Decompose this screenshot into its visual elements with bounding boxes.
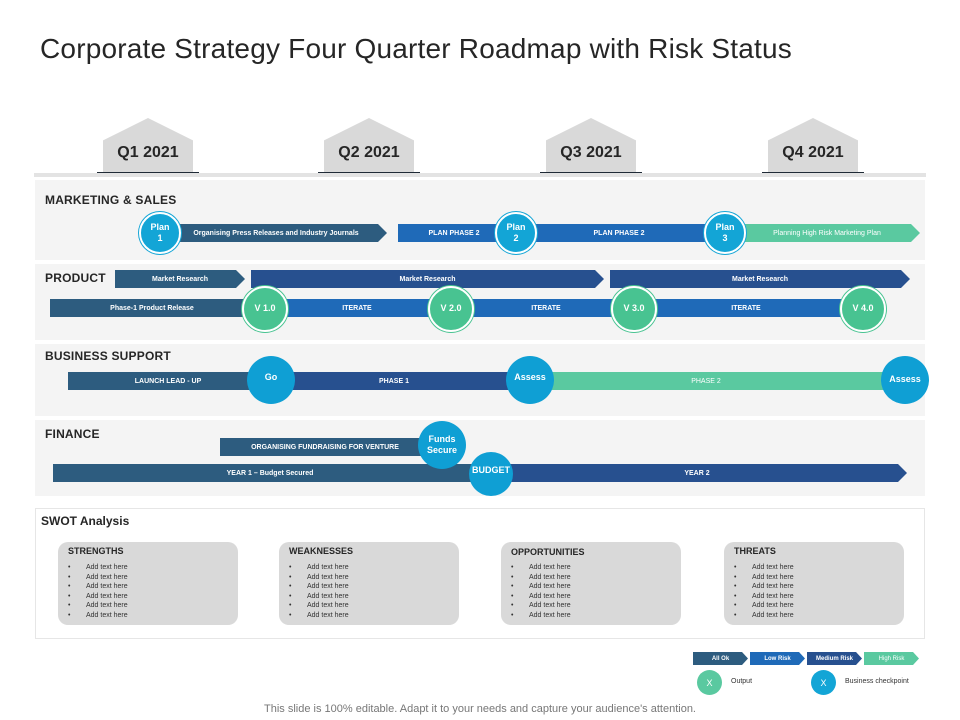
footer-note: This slide is 100% editable. Adapt it to… <box>264 703 696 715</box>
list-item: •Add text here <box>511 611 571 619</box>
legend-checkpoint-label: Business checkpoint <box>845 678 909 685</box>
list-item: •Add text here <box>511 564 571 571</box>
list-item: •Add text here <box>511 592 571 600</box>
milestone-assess-2: Assess <box>881 356 929 404</box>
bar-market-research-3: Market Research <box>610 270 910 288</box>
list-item: •Add text here <box>68 564 128 571</box>
page-title: Corporate Strategy Four Quarter Roadmap … <box>40 33 792 64</box>
legend-low-risk: Low Risk <box>750 652 805 665</box>
milestone-funds-secure: Funds Secure <box>418 421 466 469</box>
lane-marketing-sales <box>35 180 925 260</box>
milestone-assess-1: Assess <box>506 356 554 404</box>
legend-all-ok: All Ok <box>693 652 748 665</box>
bar-phase-1: PHASE 1 <box>268 372 520 390</box>
list-item: •Add text here <box>68 573 128 581</box>
legend-output-label: Output <box>731 678 753 685</box>
lane-title-finance: FINANCE <box>45 427 100 441</box>
list-item: •Add text here <box>68 592 128 600</box>
milestone-budget: BUDGET <box>469 452 513 496</box>
list-item: •Add text here <box>511 573 571 581</box>
legend-high-risk: High Risk <box>864 652 919 665</box>
milestone-plan-1: Plan 1 <box>139 212 181 254</box>
bar-plan-phase-2-a: PLAN PHASE 2 <box>398 224 510 242</box>
quarter-q4: Q4 2021 <box>762 118 864 176</box>
swot-list: •Add text here •Add text here •Add text … <box>289 563 349 621</box>
lane-title-product: PRODUCT <box>45 271 106 285</box>
list-item: •Add text here <box>68 602 128 610</box>
list-item: •Add text here <box>734 602 794 610</box>
list-item: •Add text here <box>289 611 349 619</box>
list-item: •Add text here <box>289 602 349 610</box>
bar-press-releases: Organising Press Releases and Industry J… <box>165 224 387 242</box>
bar-phase1-product-release: Phase-1 Product Release <box>50 299 254 317</box>
bar-market-research-1: Market Research <box>115 270 245 288</box>
bar-year-2: YEAR 2 <box>487 464 907 482</box>
bar-iterate-3: ITERATE <box>630 299 862 317</box>
bar-iterate-1: ITERATE <box>262 299 452 317</box>
bar-phase-2: PHASE 2 <box>520 372 892 390</box>
swot-list: •Add text here •Add text here •Add text … <box>734 563 794 621</box>
list-item: •Add text here <box>289 583 349 591</box>
list-item: •Add text here <box>68 611 128 619</box>
quarter-label: Q2 2021 <box>338 144 400 161</box>
list-item: •Add text here <box>734 592 794 600</box>
bar-iterate-2: ITERATE <box>448 299 644 317</box>
swot-card-title: STRENGTHS <box>68 546 124 556</box>
list-item: •Add text here <box>511 602 571 610</box>
list-item: •Add text here <box>68 583 128 591</box>
legend-output-marker: X <box>697 670 722 695</box>
list-item: •Add text here <box>734 611 794 619</box>
quarter-label: Q3 2021 <box>560 144 622 161</box>
quarter-q1: Q1 2021 <box>97 118 199 176</box>
quarter-q2: Q2 2021 <box>318 118 420 176</box>
list-item: •Add text here <box>289 564 349 571</box>
bar-year-1: YEAR 1 – Budget Secured <box>53 464 487 482</box>
swot-card-title: WEAKNESSES <box>289 546 354 556</box>
swot-card-strengths: STRENGTHS •Add text here •Add text here … <box>58 542 238 625</box>
list-item: •Add text here <box>289 573 349 581</box>
quarter-label: Q1 2021 <box>117 144 179 161</box>
swot-card-title: OPPORTUNITIES <box>511 547 585 557</box>
milestone-go: Go <box>247 356 295 404</box>
milestone-v2: V 2.0 <box>428 286 474 332</box>
list-item: •Add text here <box>734 573 794 581</box>
bar-market-research-2: Market Research <box>251 270 604 288</box>
milestone-v1: V 1.0 <box>242 286 288 332</box>
milestone-v3: V 3.0 <box>611 286 657 332</box>
bar-fundraising: ORGANISING FUNDRAISING FOR VENTURE <box>220 438 430 456</box>
swot-card-threats: THREATS •Add text here •Add text here •A… <box>724 542 904 625</box>
list-item: •Add text here <box>511 583 571 591</box>
list-item: •Add text here <box>734 564 794 571</box>
lane-title-business: BUSINESS SUPPORT <box>45 349 171 363</box>
bar-launch-lead-up: LAUNCH LEAD - UP <box>68 372 268 390</box>
swot-card-title: THREATS <box>734 546 776 556</box>
swot-card-opportunities: OPPORTUNITIES •Add text here •Add text h… <box>501 542 681 625</box>
timeline-divider <box>34 173 926 177</box>
bar-plan-phase-2-b: PLAN PHASE 2 <box>520 224 718 242</box>
swot-card-weaknesses: WEAKNESSES •Add text here •Add text here… <box>279 542 459 625</box>
swot-title: SWOT Analysis <box>41 514 130 528</box>
bar-high-risk-marketing: Planning High Risk Marketing Plan <box>734 224 920 242</box>
legend-medium-risk: Medium Risk <box>807 652 862 665</box>
list-item: •Add text here <box>734 583 794 591</box>
list-item: •Add text here <box>289 592 349 600</box>
lane-title-marketing: MARKETING & SALES <box>45 193 177 207</box>
quarter-label: Q4 2021 <box>782 144 844 161</box>
milestone-v4: V 4.0 <box>840 286 886 332</box>
swot-list: •Add text here •Add text here •Add text … <box>511 563 571 621</box>
milestone-plan-2: Plan 2 <box>495 212 537 254</box>
legend-checkpoint-marker: X <box>811 670 836 695</box>
swot-list: •Add text here •Add text here •Add text … <box>68 563 128 621</box>
milestone-plan-3: Plan 3 <box>704 212 746 254</box>
quarter-q3: Q3 2021 <box>540 118 642 176</box>
